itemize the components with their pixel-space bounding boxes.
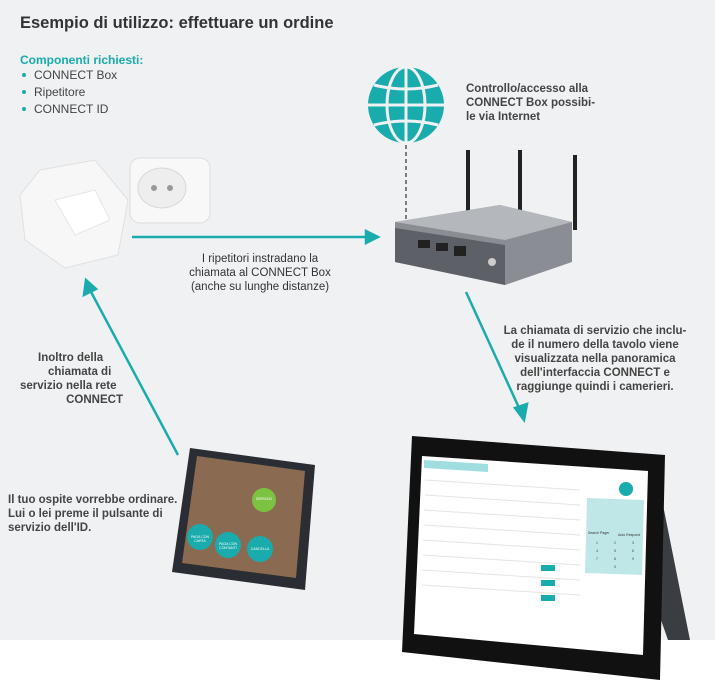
caption-line: chiamata al CONNECT Box: [189, 267, 331, 279]
caption-line: Inoltro della: [38, 352, 104, 364]
caption-forwarding: Inoltro della chiamata di servizio nella…: [20, 351, 123, 407]
caption-line: le via Internet: [466, 111, 541, 123]
key: 2: [613, 540, 617, 545]
id-button-cash: PAGA CON CONTANTI: [218, 542, 238, 550]
key: 3: [631, 540, 635, 545]
key: 7: [595, 556, 599, 561]
repeater-image: [19, 159, 129, 269]
caption-line: Lui o lei preme il pulsante di: [8, 508, 163, 520]
caption-line: La chiamata di servizio che inclu-: [503, 325, 687, 337]
arrow-head: [512, 402, 529, 424]
components-heading: Componenti richiesti:: [20, 53, 144, 67]
caption-line: servizio nella rete: [20, 380, 117, 392]
globe-icon: [368, 65, 444, 145]
id-button-cancel: CANCELLA: [250, 547, 270, 551]
key: 8: [613, 556, 617, 561]
key: 5: [613, 548, 617, 553]
components-list: CONNECT Box Ripetitore CONNECT ID: [20, 67, 117, 118]
tablet-image: [402, 436, 690, 680]
key: 1: [595, 540, 599, 545]
id-button-service: SERVIZIO: [255, 497, 273, 501]
caption-line: (anche su lunghe distanze): [190, 281, 330, 293]
arrow-id-to-repeater: [88, 289, 180, 456]
caption-line: raggiunge quindi i camerieri.: [516, 381, 674, 393]
caption-internet: Controllo/accesso alla CONNECT Box possi…: [466, 82, 595, 124]
component-item: Ripetitore: [20, 84, 117, 101]
caption-line: dell'interfaccia CONNECT e: [520, 367, 670, 379]
socket-repeater-image: [129, 157, 211, 224]
component-item: CONNECT ID: [20, 101, 117, 118]
tablet-search-pager: Search Pager: [588, 531, 610, 535]
caption-line: servizio dell'ID.: [8, 522, 92, 534]
key: 4: [595, 548, 599, 553]
arrow-head: [364, 228, 381, 246]
arrow-head: [82, 277, 99, 298]
arrow-box-to-tablet: [464, 291, 522, 411]
caption-line: CONNECT Box possibi-: [466, 97, 596, 109]
page-title: Esempio di utilizzo: effettuare un ordin…: [20, 14, 334, 32]
caption-service-call: La chiamata di servizio che inclu- de il…: [495, 324, 695, 394]
caption-line: chiamata di: [48, 366, 112, 378]
connect-box-image: [395, 150, 577, 285]
caption-repeaters: I ripetitori instradano la chiamata al C…: [160, 252, 360, 294]
caption-line: Controllo/accesso alla: [466, 83, 589, 95]
caption-line: CONNECT: [66, 394, 123, 406]
component-item: CONNECT Box: [20, 67, 117, 84]
tablet-auto-respond: Auto Respond: [618, 533, 641, 537]
caption-line: de il numero della tavolo viene: [511, 339, 679, 351]
key: 6: [631, 548, 635, 553]
id-button-card: PAGA CON CARTA: [190, 535, 210, 543]
caption-line: I ripetitori instradano la: [201, 253, 319, 265]
key: 9: [631, 556, 635, 561]
caption-line: Il tuo ospite vorrebbe ordinare.: [8, 494, 178, 506]
connect-id-device-image: [172, 448, 315, 590]
tablet-keypad: 1 2 3 4 5 6 7 8 9 0: [588, 540, 642, 569]
caption-guest: Il tuo ospite vorrebbe ordinare. Lui o l…: [8, 493, 177, 535]
key: 0: [613, 564, 617, 569]
caption-line: visualizzata nella panoramica: [514, 353, 676, 365]
